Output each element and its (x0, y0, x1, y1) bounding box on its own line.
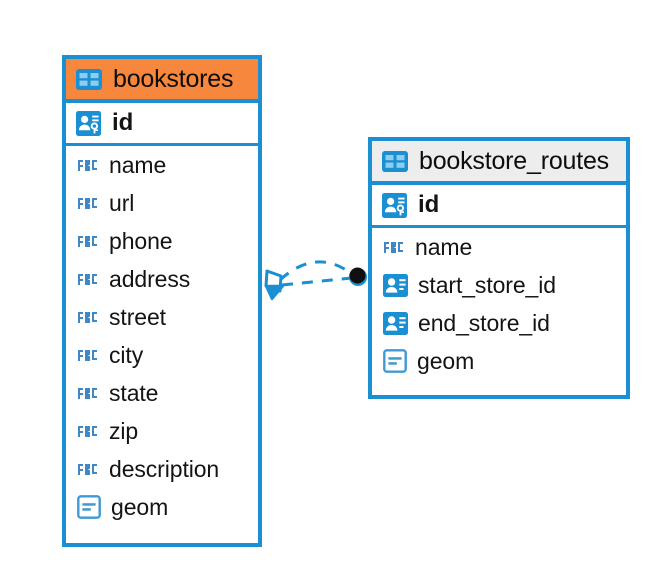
entity-bookstores[interactable]: bookstores id (62, 55, 262, 547)
field-row-id[interactable]: id (66, 103, 258, 146)
field-row-name[interactable]: name (66, 146, 258, 184)
abc-icon (77, 425, 99, 438)
primary-key-icon (382, 192, 407, 218)
relationship-line-lower (281, 276, 353, 287)
entity-header-bookstore-routes[interactable]: bookstore_routes (372, 141, 626, 185)
field-label: zip (109, 417, 139, 444)
abc-icon (77, 273, 99, 286)
field-label: address (109, 265, 191, 292)
field-row-phone[interactable]: phone (66, 222, 258, 260)
abc-icon (77, 159, 99, 172)
abc-icon (383, 241, 405, 254)
abc-icon (77, 311, 99, 324)
field-label: description (109, 455, 220, 482)
field-row-zip[interactable]: zip (66, 412, 258, 450)
geometry-icon (77, 495, 101, 519)
field-label: geom (111, 493, 169, 520)
field-row-city[interactable]: city (66, 336, 258, 374)
abc-icon (77, 349, 99, 362)
field-row-id[interactable]: id (372, 185, 626, 228)
field-label: url (109, 189, 135, 216)
crows-foot-marker (264, 269, 285, 301)
field-row-geom[interactable]: geom (66, 488, 258, 526)
field-row-description[interactable]: description (66, 450, 258, 488)
field-row-url[interactable]: url (66, 184, 258, 222)
field-label: name (415, 233, 473, 260)
field-row-end-store-id[interactable]: end_store_id (372, 304, 626, 342)
relationship-line-upper (278, 260, 353, 282)
field-label: street (109, 303, 166, 330)
geometry-icon (383, 349, 407, 373)
field-label: city (109, 341, 144, 368)
field-row-geom[interactable]: geom (372, 342, 626, 380)
entity-title: bookstores (113, 64, 234, 93)
table-icon (76, 68, 102, 90)
entity-header-bookstores[interactable]: bookstores (66, 59, 258, 103)
field-row-address[interactable]: address (66, 260, 258, 298)
foreign-key-icon (383, 273, 408, 297)
field-row-state[interactable]: state (66, 374, 258, 412)
filled-circle-marker (349, 267, 367, 286)
field-label: geom (417, 347, 475, 374)
abc-icon (77, 235, 99, 248)
table-icon (382, 150, 408, 172)
field-label: name (109, 151, 167, 178)
foreign-key-icon (383, 311, 408, 335)
field-label: id (112, 109, 134, 136)
abc-icon (77, 463, 99, 476)
entity-title: bookstore_routes (419, 146, 609, 175)
entity-bookstore-routes[interactable]: bookstore_routes id (368, 137, 630, 399)
field-label: state (109, 379, 159, 406)
field-label: phone (109, 227, 173, 254)
field-row-start-store-id[interactable]: start_store_id (372, 266, 626, 304)
field-label: start_store_id (418, 271, 556, 298)
abc-icon (77, 387, 99, 400)
field-row-name[interactable]: name (372, 228, 626, 266)
abc-icon (77, 197, 99, 210)
field-label: end_store_id (418, 309, 550, 336)
field-row-street[interactable]: street (66, 298, 258, 336)
primary-key-icon (76, 110, 101, 136)
field-label: id (418, 191, 440, 218)
